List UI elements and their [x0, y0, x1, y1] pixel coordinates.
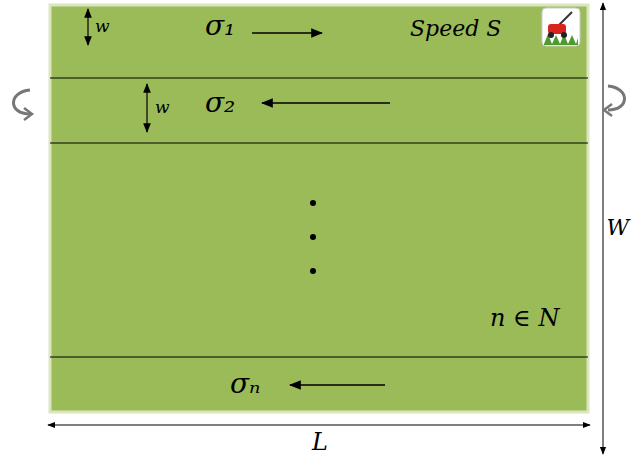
strip-label: σₙ	[230, 369, 260, 400]
lawn	[50, 5, 588, 412]
dimension-arrow	[603, 3, 604, 454]
ellipsis-dot	[310, 268, 316, 274]
dimension-label: W	[606, 216, 629, 240]
strip-label: σ₁	[205, 11, 235, 42]
width-arrow	[146, 84, 147, 132]
width-label: w	[155, 98, 170, 117]
strip-line	[50, 78, 588, 79]
ellipsis-dot	[310, 234, 316, 240]
mower-icon	[542, 8, 580, 46]
strip-label: σ₂	[205, 88, 235, 119]
dimension-arrow	[48, 425, 590, 426]
direction-arrow	[262, 102, 390, 104]
set-label: n ∈ N	[490, 305, 559, 331]
turn-arrow	[24, 108, 32, 120]
mowing-strip: σₙ	[50, 357, 588, 412]
speed-label: Speed S	[410, 17, 501, 41]
direction-arrow	[290, 384, 385, 386]
width-label: w	[95, 17, 110, 36]
direction-arrow	[252, 32, 322, 34]
mowing-strip: w σ₁ Speed S	[50, 5, 588, 78]
strip-line	[50, 143, 588, 144]
width-arrow	[87, 9, 88, 45]
strip-line	[50, 357, 588, 358]
ellipsis-dot	[310, 200, 316, 206]
mowing-strip: w σ₂	[50, 78, 588, 143]
dimension-label: L	[312, 429, 328, 455]
turn-arrow	[604, 104, 612, 116]
lawn-region: n ∈ N w σ₁ Speed S w σ₂ σₙ	[50, 5, 588, 412]
